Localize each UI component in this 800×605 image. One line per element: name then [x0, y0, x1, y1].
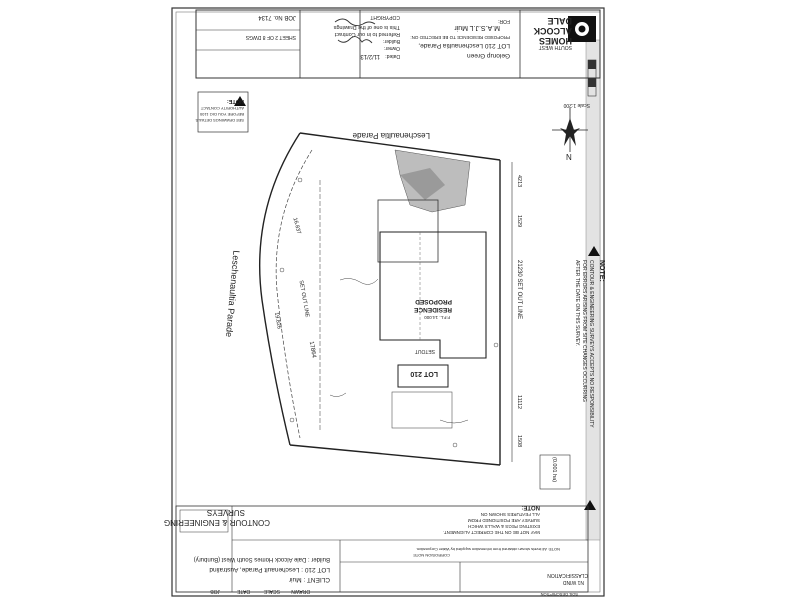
- note-box-top-left: NOTE: AUTHORITY CONTACT BEFORE YOU DIG 1…: [195, 91, 249, 133]
- right-note-line3: AFTER THE DATE ON THIS SURVEY.: [574, 260, 580, 346]
- col-job: JOB: [210, 588, 220, 594]
- lower-warning-icon: [584, 500, 596, 510]
- dated-value: 11/2/13: [360, 53, 380, 59]
- scale-bar: Scale 1:200: [563, 59, 597, 108]
- wind-label: N1 WIND: [563, 579, 585, 585]
- rear-shed-outline: [391, 391, 453, 429]
- dim-1508: 1508: [516, 435, 522, 447]
- curved-setout-line: [275, 149, 313, 439]
- copyright: COPYRIGHT: [370, 14, 400, 20]
- proposed-label: PROPOSED RESIDENCE TO BE ERECTED ON:: [410, 35, 510, 40]
- note-top-line2: BEFORE YOU DIG 1100: [199, 112, 244, 117]
- sheet-number: SHEET 2 OF 8 DWGS: [245, 34, 296, 40]
- col-date: DATE: [236, 588, 250, 594]
- brand-line3: HOMES: [539, 36, 572, 46]
- right-note-line2: FOR ERRORS ARISING FROM SITE CHANGES OCC…: [581, 260, 587, 402]
- lower-note-line2: SURVEY ARE POSITIONED FROM: [468, 518, 540, 523]
- classification-label: CLASSIFICATION: [547, 572, 588, 578]
- company-line2: SURVEYS: [207, 508, 245, 517]
- dim-19826: 19.826: [273, 312, 282, 330]
- crossover-shaded: [400, 168, 445, 200]
- title-block: DALE ALCOCK HOMES SOUTH WEST FOR: M.A.S.…: [195, 9, 601, 79]
- right-note-line1: CONTOUR & ENGINEERING SURVEYS ACCEPTS NO…: [588, 260, 594, 428]
- drawings-note1: This is one of the Drawings: [333, 24, 400, 30]
- dim-1529: 1529: [516, 215, 522, 227]
- lot-label: LOT 210: [410, 370, 438, 377]
- setout-line-label: SET OUT LINE: [298, 280, 310, 318]
- lower-note-heading: NOTE:: [521, 504, 540, 510]
- dim-17864: 17864: [308, 341, 317, 359]
- suburb: Gelorup Green: [467, 52, 510, 59]
- dim-16837: 16.837: [291, 217, 301, 235]
- street-label-top: Leschenaultia Parade: [352, 131, 430, 140]
- owner-label: Owner:: [384, 45, 400, 51]
- residence-label2: RESIDENCE: [413, 306, 452, 313]
- residence-label1: PROPOSED: [415, 298, 452, 305]
- north-arrow: N: [552, 108, 588, 162]
- setout-label: SETOUT: [415, 348, 435, 354]
- builder-label: Builder:: [383, 38, 400, 44]
- brand-line2: ALCOCK: [533, 26, 572, 36]
- area-value: (0.001 ha): [551, 457, 557, 482]
- brand-sub: SOUTH WEST: [539, 44, 572, 50]
- residence-ffl: F.F.L. 14.000: [424, 315, 450, 320]
- drawings-note2: Referred to in our Contract: [334, 31, 400, 37]
- scale-label: Scale 1:200: [563, 102, 590, 108]
- job-number: JOB No. 7134: [258, 14, 296, 20]
- builder-line: Builder : Dale Alcock Homes South West (…: [194, 556, 330, 562]
- note-top-line3: SEE DRAWINGS DETAILS: [195, 118, 244, 123]
- lower-note-line1: ALL FEATURES SHOWN ON: [481, 512, 540, 517]
- proposed-residence: PROPOSED RESIDENCE F.F.L. 14.000 SETOUT: [379, 231, 487, 359]
- client-line: CLIENT : Muir: [288, 576, 330, 583]
- client-name: M.A.S.J.L Muir: [454, 24, 500, 31]
- dim-4213: 4213: [516, 175, 522, 187]
- survey-marks: [279, 177, 499, 448]
- garage-outline: [377, 199, 439, 263]
- sheet-border: [171, 7, 605, 597]
- warning-icon: [234, 96, 246, 106]
- lot-address: LOT 210 Leschenaultia Parade,: [418, 42, 510, 49]
- lot-boundary: [259, 132, 501, 466]
- lot-line: LOT 210 : Leschenault Parade, Australind: [209, 566, 330, 573]
- right-warning-icon: [588, 246, 600, 256]
- right-note-block: NOTE: CONTOUR & ENGINEERING SURVEYS ACCE…: [574, 246, 605, 428]
- area-box: (0.001 ha): [539, 454, 571, 490]
- dated-label: Dated:: [385, 53, 400, 59]
- street-label-left: Leschenaultia Parade: [224, 250, 242, 338]
- dim-11112: 11112: [516, 395, 522, 409]
- note-top-heading: NOTE:: [227, 98, 244, 104]
- lot-number-box: LOT 210: [397, 364, 449, 388]
- north-label: N: [566, 153, 572, 162]
- lower-note-line3: EXISTING PEGS & WALLS WHICH: [468, 524, 540, 529]
- levels-note: NOTE: All levels shown obtained from inf…: [416, 547, 560, 552]
- corrosion-label: CORROSION NOTE: [413, 553, 450, 558]
- company-line1: CONTOUR & ENGINEERING: [164, 518, 270, 527]
- soil-label: SOIL DESCRIPTION: [540, 592, 578, 597]
- signature-builder: [334, 18, 376, 27]
- client-label: FOR:: [498, 18, 510, 24]
- bottom-title-block: CLASSIFICATION N1 WIND SOIL DESCRIPTION …: [164, 505, 589, 597]
- col-scale: SCALE: [263, 588, 280, 594]
- lower-note-line4: MAY NOT BE ON THE CORRECT ALIGNMENT.: [443, 530, 540, 535]
- lower-right-note: NOTE: ALL FEATURES SHOWN ON SURVEY ARE P…: [443, 500, 596, 535]
- signature-owner: [337, 36, 373, 44]
- brand-line1: DALE: [548, 16, 573, 26]
- col-drawn: DRAWN: [291, 588, 310, 594]
- right-note-heading: NOTE:: [598, 260, 605, 282]
- note-top-line1: AUTHORITY CONTACT: [200, 106, 244, 111]
- dim-set-out-line: 21230 SET OUT LINE: [516, 260, 522, 319]
